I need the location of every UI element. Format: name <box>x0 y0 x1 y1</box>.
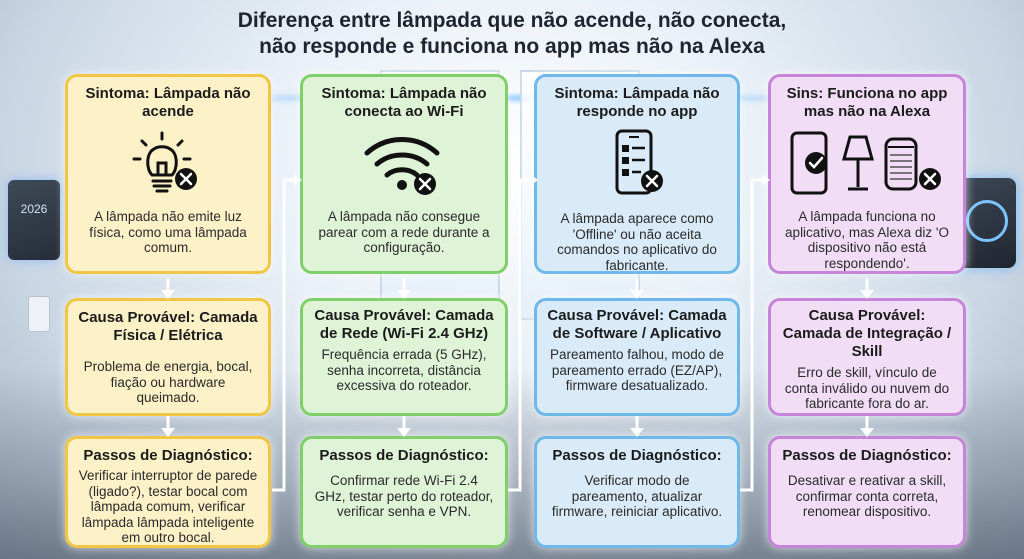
symptom-title: Sins: Funciona no app mas não na Alexa <box>786 85 948 120</box>
cause-description: Frequência errada (5 GHz), senha incorre… <box>321 347 487 393</box>
symptom-description: A lâmpada não emite luz física, como uma… <box>89 209 247 255</box>
arrow-down-icon <box>161 278 175 299</box>
diagnosis-steps: Verificar modo de pareamento, atualizar … <box>551 473 723 519</box>
connector-arrow-icon <box>508 174 538 492</box>
arrow-down-icon <box>630 278 644 299</box>
wall-panel-year: 2026 <box>20 202 48 216</box>
arrow-down-icon <box>630 416 644 437</box>
cause-description: Erro de skill, vínculo de conta inválido… <box>784 365 950 411</box>
diagnosis-title: Passos de Diagnóstico: <box>782 447 952 464</box>
wall-control-panel: 2026 <box>8 180 60 260</box>
arrow-down-icon <box>161 416 175 437</box>
diagnosis-title: Passos de Diagnóstico: <box>83 447 253 464</box>
cause-title: Causa Provável: Camada Física / Elétrica <box>78 309 258 344</box>
symptom-title: Sintoma: Lâmpada não conecta ao Wi-Fi <box>321 85 487 120</box>
diagnosis-card-network: Passos de Diagnóstico: Confirmar rede Wi… <box>300 436 508 548</box>
symptom-card-no-wifi: Sintoma: Lâmpada não conecta ao Wi-Fi A … <box>300 74 508 274</box>
symptom-card-no-light: Sintoma: Lâmpada não acende A lâmpada nã… <box>65 74 271 274</box>
cause-title: Causa Provável: Camada de Integração / S… <box>782 307 952 360</box>
wall-switch <box>28 296 50 332</box>
diagnosis-steps: Verificar interruptor de parede (ligado?… <box>78 468 258 545</box>
symptom-description: A lâmpada não consegue parear com a rede… <box>318 209 490 255</box>
cause-title: Causa Provável: Camada de Software / Apl… <box>547 307 727 342</box>
diagnosis-card-physical: Passos de Diagnóstico: Verificar interru… <box>65 436 271 548</box>
cause-description: Pareamento falhou, modo de pareamento er… <box>549 347 725 393</box>
symptom-title: Sintoma: Lâmpada não acende <box>85 85 251 120</box>
arrow-down-icon <box>860 278 874 299</box>
cause-card-network: Causa Provável: Camada de Rede (Wi-Fi 2.… <box>300 298 508 416</box>
alexa-mismatch-icon <box>771 129 963 199</box>
diagnosis-title: Passos de Diagnóstico: <box>552 447 722 464</box>
symptom-title: Sintoma: Lâmpada não responde no app <box>554 85 720 120</box>
title-line-2: não responde e funciona no app mas não n… <box>259 35 765 58</box>
arrow-down-icon <box>860 416 874 437</box>
cause-title: Causa Provável: Camada de Rede (Wi-Fi 2.… <box>314 307 494 342</box>
connector-arrow-icon <box>740 174 770 492</box>
diagnosis-steps: Desativar e reativar a skill, confirmar … <box>787 473 947 519</box>
diagnosis-card-integration: Passos de Diagnóstico: Desativar e reati… <box>768 436 966 548</box>
diagnosis-steps: Confirmar rede Wi-Fi 2.4 GHz, testar per… <box>314 473 494 519</box>
phone-app-error-icon <box>537 129 737 199</box>
symptom-description: A lâmpada funciona no aplicativo, mas Al… <box>785 209 949 271</box>
diagnosis-title: Passos de Diagnóstico: <box>319 447 489 464</box>
symptom-description: A lâmpada aparece como 'Offline' ou não … <box>557 211 717 273</box>
cause-card-software: Causa Provável: Camada de Software / Apl… <box>534 298 740 416</box>
title-line-1: Diferença entre lâmpada que não acende, … <box>237 9 787 32</box>
page-title: Diferença entre lâmpada que não acende, … <box>0 8 1024 60</box>
cause-description: Problema de energia, bocal, fiação ou ha… <box>83 359 253 405</box>
wifi-off-icon <box>303 129 505 199</box>
bulb-off-icon <box>68 129 268 199</box>
symptom-card-no-app-response: Sintoma: Lâmpada não responde no app A l… <box>534 74 740 274</box>
cause-card-integration: Causa Provável: Camada de Integração / S… <box>768 298 966 416</box>
diagnosis-card-software: Passos de Diagnóstico: Verificar modo de… <box>534 436 740 548</box>
arrow-down-icon <box>397 416 411 437</box>
symptom-card-alexa: Sins: Funciona no app mas não na Alexa <box>768 74 966 274</box>
connector-arrow-icon <box>272 174 302 492</box>
cause-card-physical: Causa Provável: Camada Física / Elétrica… <box>65 298 271 416</box>
arrow-down-icon <box>397 278 411 299</box>
